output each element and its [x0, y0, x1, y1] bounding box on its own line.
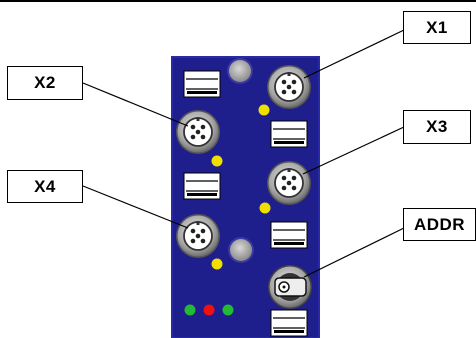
red-led-icon	[203, 304, 215, 316]
label-window	[183, 172, 221, 200]
x2-leader-line	[82, 82, 189, 127]
green-led-icon	[184, 304, 196, 316]
x3-status-led-icon	[259, 202, 271, 214]
rotary-address-switch-icon	[268, 265, 312, 309]
x2-label: X2	[7, 66, 83, 100]
addr-leader-line	[303, 227, 405, 278]
label-window	[270, 120, 308, 148]
addr-label: ADDR	[403, 208, 476, 241]
x1-m12-connector-icon	[266, 64, 312, 110]
label-window	[270, 309, 308, 337]
x1-leader-line	[303, 29, 405, 79]
mounting-hole-icon	[228, 237, 254, 263]
x3-leader-line	[302, 126, 405, 175]
x4-leader-line	[82, 185, 189, 229]
top-border-line	[0, 0, 476, 2]
x4-status-led-icon	[211, 258, 223, 270]
green-led-icon	[222, 304, 234, 316]
label-window	[270, 221, 308, 249]
x1-label: X1	[403, 11, 471, 44]
x1-status-led-icon	[258, 104, 270, 116]
x3-label: X3	[403, 110, 471, 144]
x4-label: X4	[7, 170, 83, 203]
x3-m12-connector-icon	[266, 160, 312, 206]
x2-m12-connector-icon	[175, 109, 221, 155]
label-window	[183, 70, 221, 98]
mounting-hole-icon	[227, 58, 253, 84]
x4-m12-connector-icon	[175, 213, 221, 259]
x2-status-led-icon	[211, 155, 223, 167]
